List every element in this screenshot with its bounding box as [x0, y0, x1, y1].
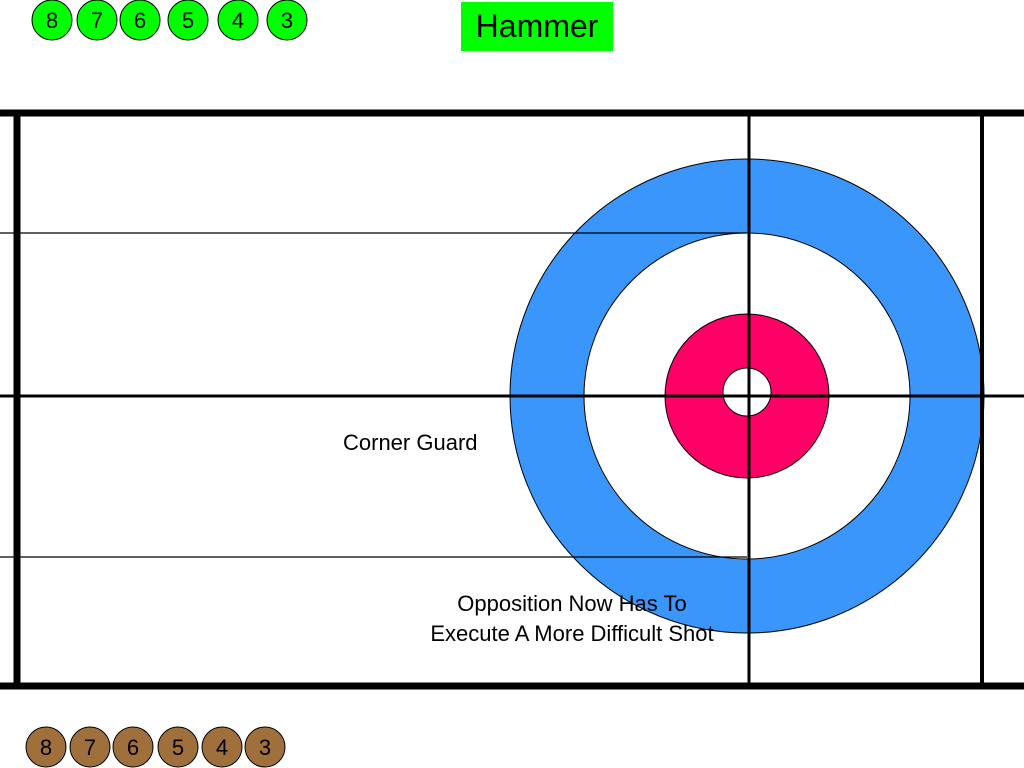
brown-stone: 3 — [244, 726, 286, 768]
brown-stone: 5 — [157, 726, 199, 768]
brown-stone: 4 — [201, 726, 243, 768]
green-stone: 5 — [167, 0, 209, 41]
stone-number: 6 — [134, 8, 146, 33]
stone-number: 7 — [84, 735, 96, 760]
stone-number: 3 — [259, 735, 271, 760]
brown-stone: 6 — [112, 726, 154, 768]
stone-number: 5 — [172, 735, 184, 760]
stone-number: 3 — [281, 8, 293, 33]
stone-number: 4 — [232, 8, 244, 33]
stone-number: 5 — [182, 8, 194, 33]
brown-stones-row: 8 7 6 5 4 3 — [25, 726, 286, 768]
green-stones-row: 8 7 6 5 4 3 — [31, 0, 308, 41]
corner-guard-label: Corner Guard — [343, 430, 478, 455]
opposition-note: Opposition Now Has To Execute A More Dif… — [404, 589, 740, 649]
stone-number: 4 — [216, 735, 228, 760]
brown-stone: 7 — [69, 726, 111, 768]
green-stone: 7 — [76, 0, 118, 41]
house-button — [722, 367, 772, 417]
stone-number: 8 — [40, 735, 52, 760]
opposition-note-line1: Opposition Now Has To — [457, 591, 687, 616]
hammer-badge: Hammer — [461, 2, 613, 51]
stone-number: 7 — [91, 8, 103, 33]
green-stone: 4 — [217, 0, 259, 41]
green-stone: 6 — [119, 0, 161, 41]
green-stone: 3 — [266, 0, 308, 41]
stone-number: 8 — [46, 8, 58, 33]
stone-number: 6 — [127, 735, 139, 760]
opposition-note-line2: Execute A More Difficult Shot — [430, 621, 714, 646]
green-stone: 8 — [31, 0, 73, 41]
brown-stone: 8 — [25, 726, 67, 768]
